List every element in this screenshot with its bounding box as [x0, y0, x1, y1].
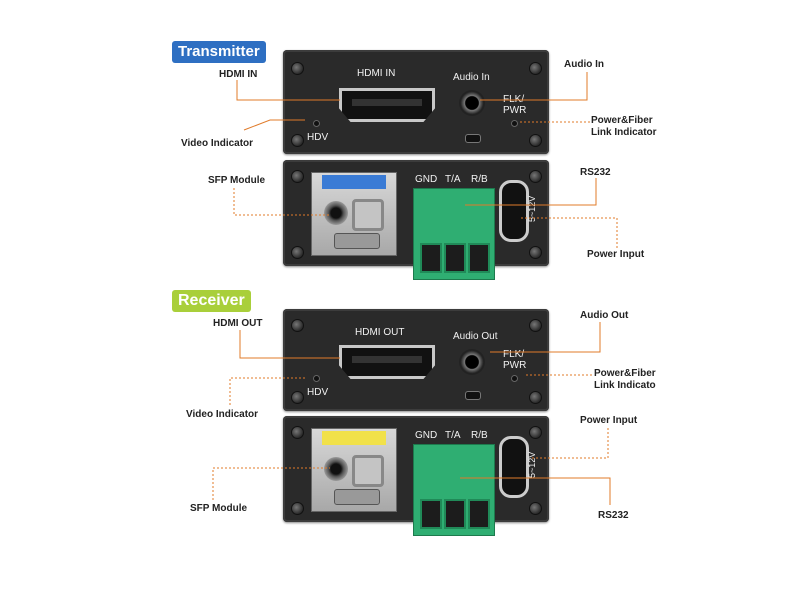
usb-c-power-port	[499, 436, 529, 498]
screw-icon	[529, 62, 542, 75]
callout-power-input: Power Input	[580, 415, 638, 426]
hdmi-port-label: HDMI IN	[357, 68, 396, 79]
screw-icon	[291, 426, 304, 439]
leader-line	[233, 188, 330, 216]
screw-icon	[291, 502, 304, 515]
receiver-badge: Receiver	[172, 290, 251, 312]
callout-audio-out: Audio Out	[580, 310, 629, 321]
transmitter-top-panel: HDMI IN Audio In FLK/ PWR HDV	[283, 50, 549, 154]
rb-label: R/B	[471, 174, 488, 185]
usb-c-power-port	[499, 180, 529, 242]
callout-power-input: Power Input	[587, 249, 645, 260]
hdmi-out-port	[339, 345, 435, 379]
leader-line	[520, 217, 618, 248]
screw-icon	[529, 170, 542, 183]
audio-jack	[459, 90, 485, 116]
audio-port-label: Audio Out	[453, 331, 498, 342]
hdv-label: HDV	[307, 387, 329, 398]
flk-pwr-led	[511, 120, 518, 127]
transmitter-bottom-panel: GND T/A R/B 5~12V	[283, 160, 549, 280]
screw-icon	[291, 246, 304, 259]
callout-power-fiber: Power&Fiber Link Indicator	[591, 115, 657, 138]
receiver-bottom-panel: GND T/A R/B 5~12V	[283, 416, 549, 536]
leader-line	[460, 477, 611, 505]
leader-line	[490, 322, 601, 353]
screw-icon	[529, 391, 542, 404]
ta-label: T/A	[445, 174, 461, 185]
ta-label: T/A	[445, 430, 461, 441]
reset-slot	[465, 134, 481, 143]
rs232-terminal-block	[413, 444, 495, 536]
leader-line	[530, 428, 609, 459]
callout-rs232: RS232	[598, 510, 629, 521]
screw-icon	[291, 319, 304, 332]
screw-icon	[529, 502, 542, 515]
leader-line	[236, 80, 340, 101]
flk-pwr-label: FLK/ PWR	[503, 349, 527, 371]
audio-port-label: Audio In	[453, 72, 490, 83]
rs232-terminal-block	[413, 188, 495, 280]
callout-power-fiber: Power&Fiber Link Indicato	[594, 368, 656, 391]
sfp-tag	[322, 431, 386, 445]
leader-line	[212, 467, 330, 500]
sfp-module	[311, 172, 397, 256]
hdv-led	[313, 375, 320, 382]
hdv-label: HDV	[307, 132, 329, 143]
hdmi-port-label: HDMI OUT	[355, 327, 405, 338]
screw-icon	[291, 170, 304, 183]
screw-icon	[529, 246, 542, 259]
callout-hdmi-in: HDMI IN	[219, 69, 258, 80]
receiver-top-panel: HDMI OUT Audio Out FLK/ PWR HDV	[283, 309, 549, 411]
screw-icon	[291, 62, 304, 75]
leader-line	[465, 178, 597, 206]
leader-line	[243, 119, 305, 131]
sfp-module	[311, 428, 397, 512]
callout-video-indicator: Video Indicator	[186, 409, 259, 420]
transmitter-badge: Transmitter	[172, 41, 266, 63]
leader-line	[480, 72, 588, 101]
sfp-tag	[322, 175, 386, 189]
gnd-label: GND	[415, 174, 438, 185]
screw-icon	[291, 391, 304, 404]
hdv-led	[313, 120, 320, 127]
callout-audio-in: Audio In	[564, 59, 604, 70]
flk-pwr-led	[511, 375, 518, 382]
screw-icon	[529, 426, 542, 439]
reset-slot	[465, 391, 481, 400]
screw-icon	[291, 134, 304, 147]
rb-label: R/B	[471, 430, 488, 441]
callout-sfp-module: SFP Module	[190, 503, 248, 514]
callout-video-indicator: Video Indicator	[181, 138, 254, 149]
screw-icon	[529, 319, 542, 332]
callout-sfp-module: SFP Module	[208, 175, 266, 186]
callout-rs232: RS232	[580, 167, 611, 178]
screw-icon	[529, 134, 542, 147]
leader-line	[239, 330, 340, 359]
hdmi-in-port	[339, 88, 435, 122]
gnd-label: GND	[415, 430, 438, 441]
callout-hdmi-out: HDMI OUT	[213, 318, 263, 329]
audio-jack	[459, 349, 485, 375]
leader-line	[229, 377, 305, 405]
